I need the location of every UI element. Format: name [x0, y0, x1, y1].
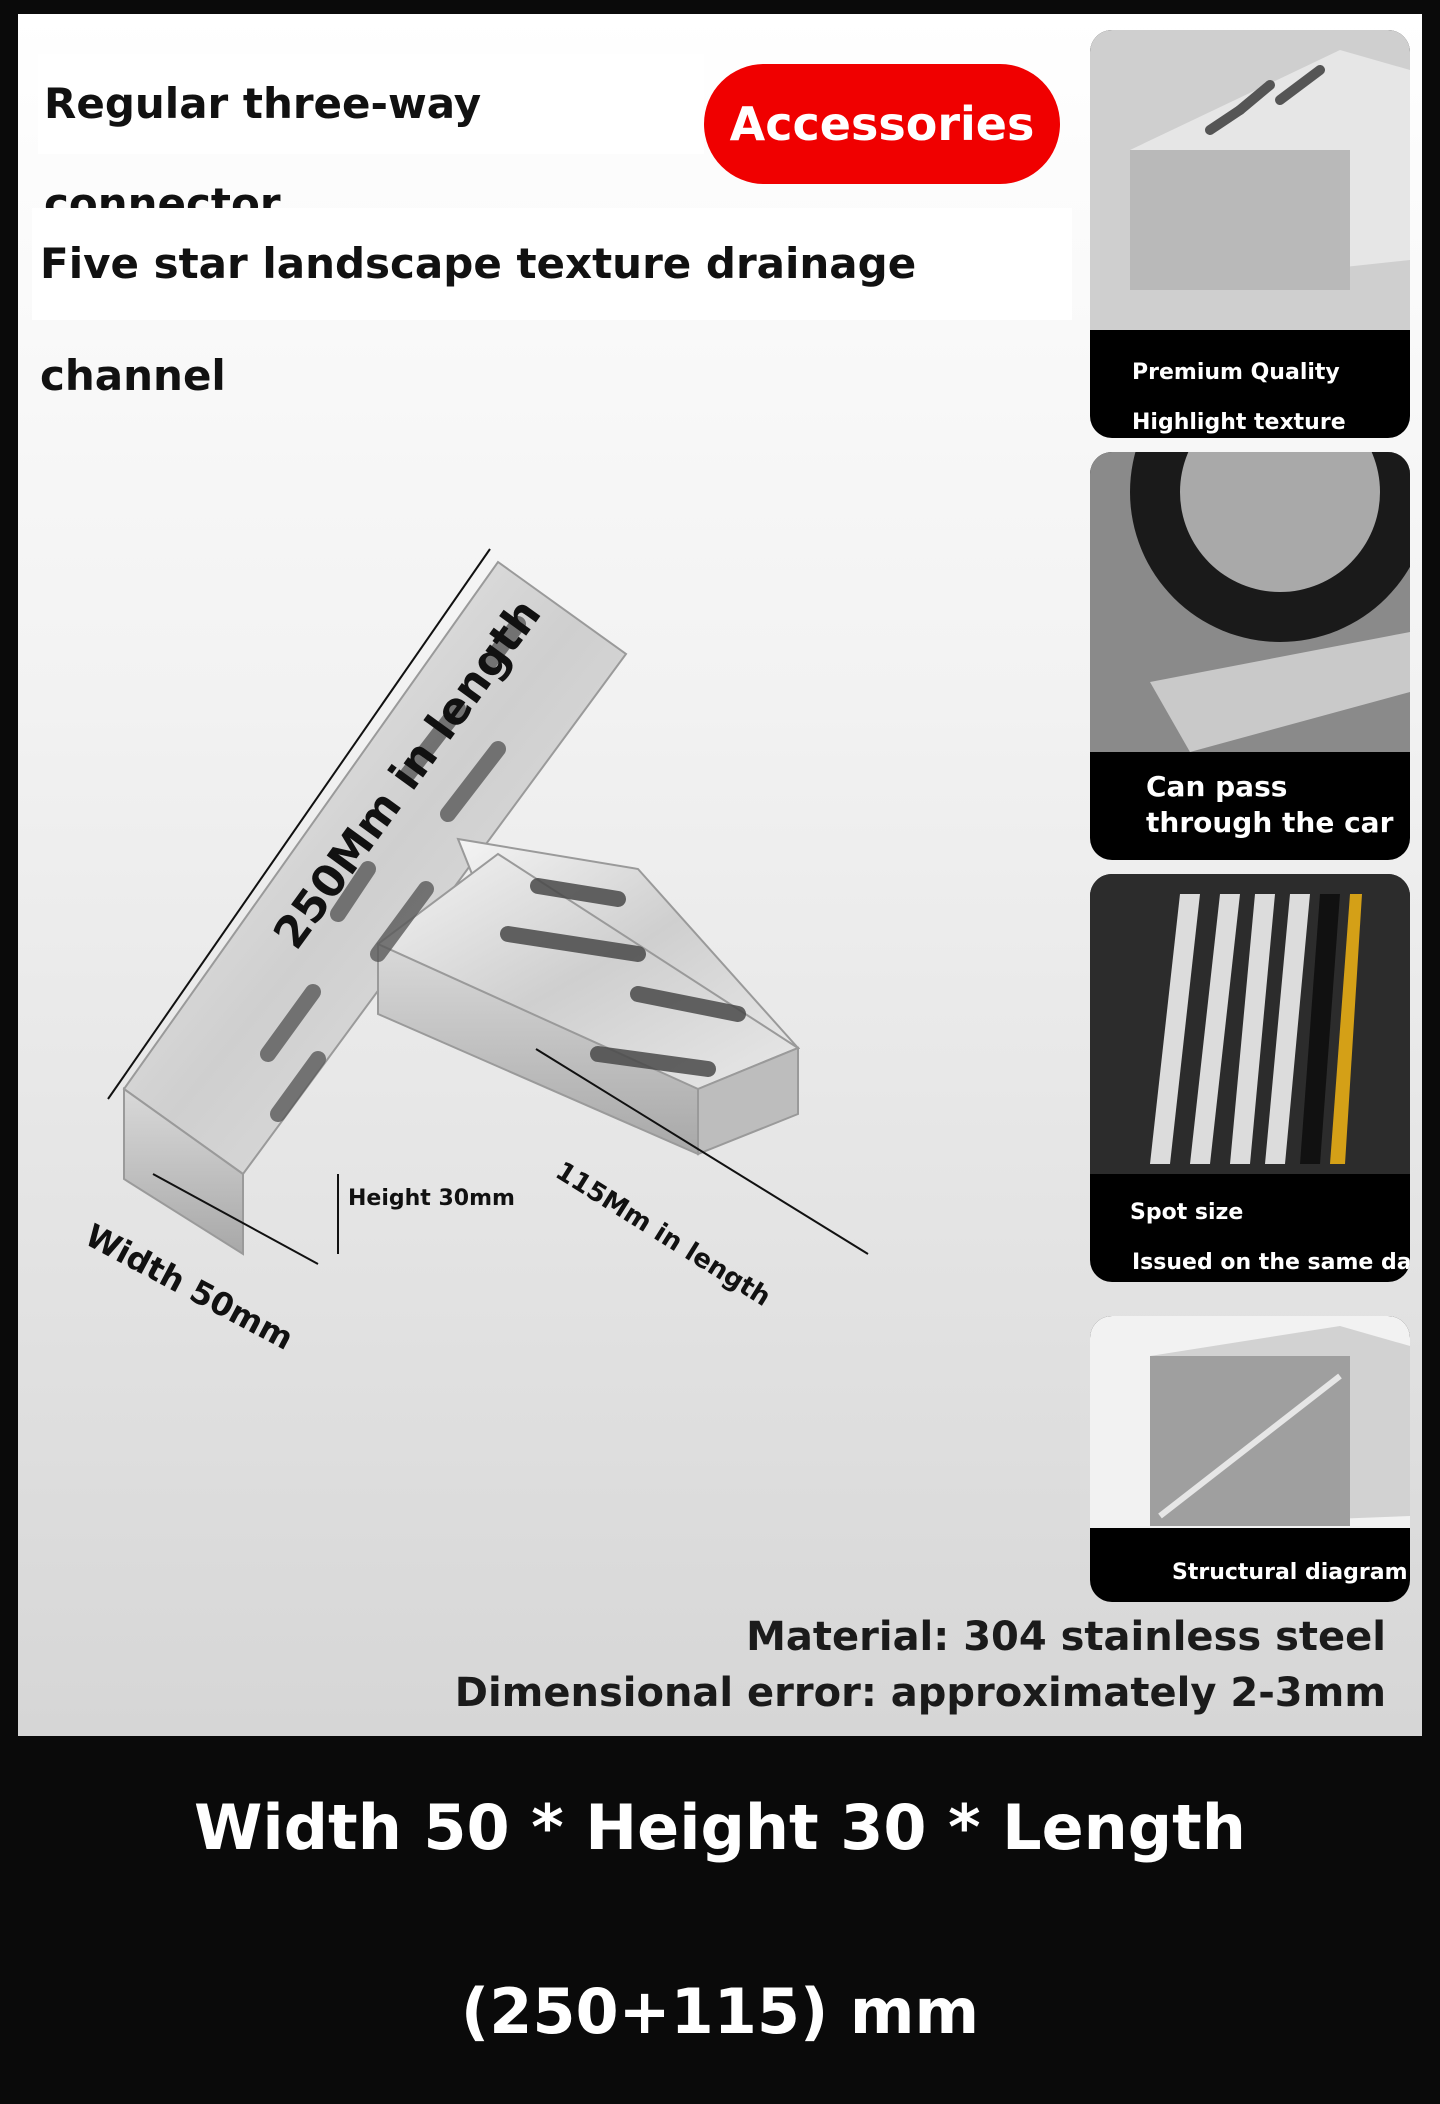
card-line-2: Highlight texture [1132, 410, 1346, 435]
card-premium-quality: Premium Quality Highlight texture [1090, 30, 1410, 438]
accessories-badge: Accessories [704, 64, 1060, 184]
card-line-1: Premium Quality [1132, 360, 1340, 385]
error-spec: Dimensional error: approximately 2-3mm [454, 1670, 1386, 1716]
card-line-1: Structural diagram [1172, 1560, 1408, 1585]
card-line-2: Issued on the same day [1132, 1250, 1410, 1275]
card-line-1: Spot size [1130, 1200, 1244, 1225]
material-spec: Material: 304 stainless steel [746, 1614, 1386, 1660]
card-spot-size: Spot size Issued on the same day [1090, 874, 1410, 1282]
structure-photo [1090, 1316, 1410, 1528]
card-line-1: Can pass [1146, 770, 1288, 803]
card-structural-diagram: Structural diagram [1090, 1316, 1410, 1602]
channels-range-photo [1090, 874, 1410, 1174]
height-label: Height 30mm [348, 1186, 515, 1211]
card-can-pass-car: Can pass through the car [1090, 452, 1410, 860]
channel-photo [1090, 30, 1410, 330]
card-line-2: through the car [1146, 806, 1394, 839]
product-title: Regular three-way connector [38, 54, 704, 228]
size-footer: Width 50 * Height 30 * Length (250+115) … [194, 1791, 1246, 2048]
car-wheel-photo [1090, 452, 1410, 752]
product-subtitle: Five star landscape texture drainage cha… [32, 208, 1072, 400]
t-connector-illustration [107, 548, 869, 1265]
product-panel: Regular three-way connector Accessories … [18, 14, 1422, 1736]
